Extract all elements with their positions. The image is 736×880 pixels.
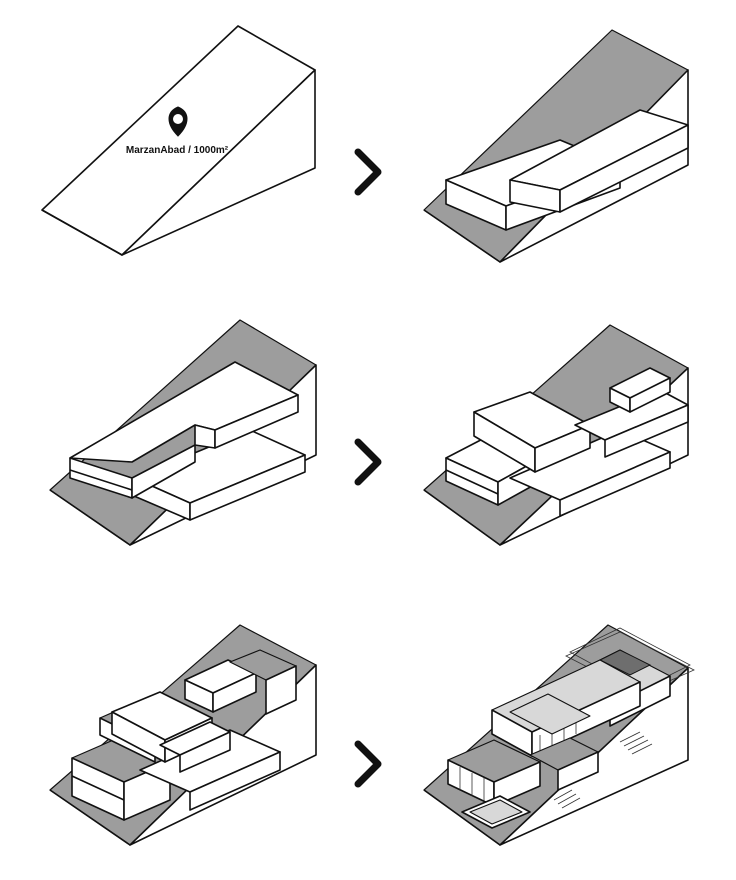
stairs [553, 731, 653, 809]
step-2-massing [423, 29, 689, 263]
chevron-right-icon [354, 148, 382, 196]
step-3-massing [49, 319, 317, 546]
site-label: MarzanAbad / 1000m² [126, 145, 229, 156]
chevron-right-icon [354, 740, 382, 788]
chevron-right-icon [354, 438, 382, 486]
location-pin-icon [168, 106, 188, 137]
step-4-massing [423, 324, 689, 546]
step-6-detailed [423, 624, 695, 846]
step-1-site: MarzanAbad / 1000m² [41, 25, 316, 256]
step-5-massing [49, 624, 317, 846]
